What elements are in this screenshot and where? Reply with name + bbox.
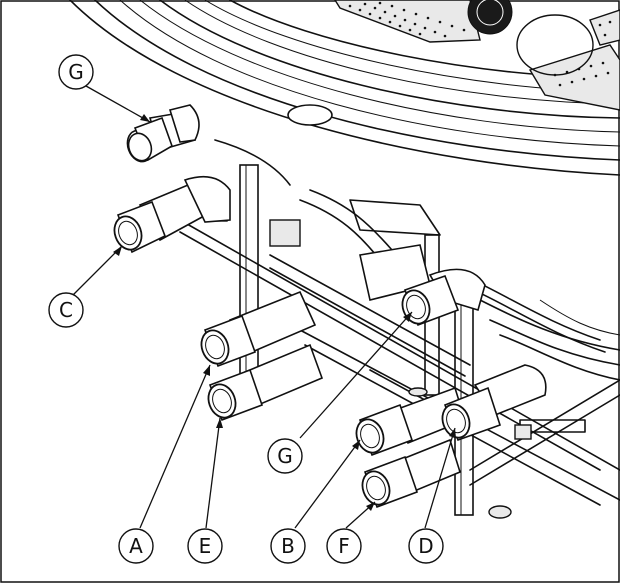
outlet-b <box>355 386 466 457</box>
svg-text:G: G <box>68 60 84 84</box>
outlet-f <box>361 438 461 509</box>
outlet-g-top <box>126 104 200 163</box>
svg-text:A: A <box>129 534 143 558</box>
svg-text:G: G <box>277 444 293 468</box>
callout-a: A <box>118 528 154 564</box>
svg-text:D: D <box>418 534 433 558</box>
perforated-plate <box>334 0 620 111</box>
callout-d: D <box>408 528 444 564</box>
svg-text:B: B <box>281 534 295 558</box>
svg-text:F: F <box>338 534 350 558</box>
svg-text:E: E <box>199 534 212 558</box>
callout-f: F <box>326 528 362 564</box>
callout-c: C <box>48 292 84 328</box>
callout-g-top: G <box>58 54 94 90</box>
outlet-c <box>113 175 231 254</box>
outlet-e <box>207 343 324 422</box>
outlet-d <box>441 364 547 442</box>
svg-text:C: C <box>59 298 73 322</box>
leader-lines <box>72 85 456 529</box>
callout-b: B <box>270 528 306 564</box>
callout-e: E <box>187 528 223 564</box>
outlet-a <box>200 290 317 368</box>
drum-rings <box>69 0 620 176</box>
callout-g-mid: G <box>267 438 303 474</box>
internal-hoses <box>214 104 620 381</box>
